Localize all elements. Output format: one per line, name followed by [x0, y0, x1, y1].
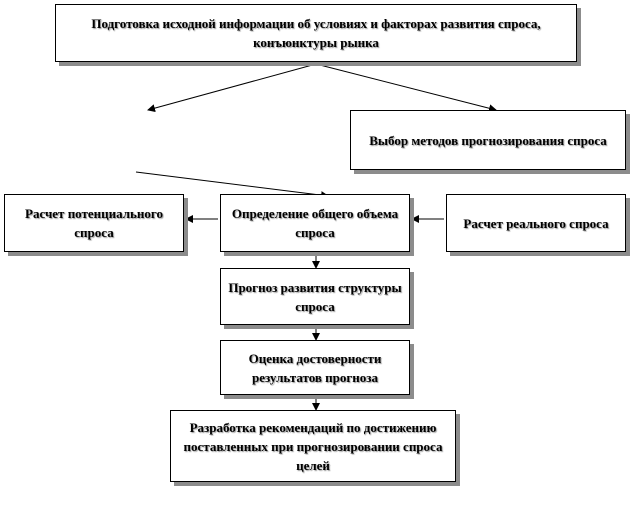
box-real-demand-label: Расчет реального спроса [463, 215, 609, 231]
arrow-info-to-left [147, 63, 317, 113]
box-reliability: Оценка достоверности результатов прогноз… [220, 340, 410, 395]
box-method-choice: Выбор методов прогнозирования спроса [350, 110, 626, 170]
box-recommendations-label: Разработка рекомендаций по достижению по… [183, 419, 443, 473]
box-potential-demand: Расчет потенциального спроса [4, 194, 184, 252]
box-real-demand: Расчет реального спроса [446, 194, 626, 252]
arrow-left-to-total [135, 171, 329, 200]
box-structure-forecast: Прогноз развития структуры спроса [220, 268, 410, 325]
box-reliability-label: Оценка достоверности результатов прогноз… [248, 350, 382, 385]
box-structure-forecast-label: Прогноз развития структуры спроса [228, 279, 402, 314]
box-source-info-label: Подготовка исходной информации об услови… [91, 16, 541, 50]
box-total-demand-label: Определение общего объема спроса [231, 206, 399, 240]
box-method-choice-label: Выбор методов прогнозирования спроса [369, 132, 607, 148]
box-source-info: Подготовка исходной информации об услови… [55, 4, 577, 62]
box-total-demand: Определение общего объема спроса [220, 194, 410, 252]
box-recommendations: Разработка рекомендаций по достижению по… [170, 410, 456, 482]
arrow-info-to-methods [315, 63, 497, 113]
box-potential-demand-label: Расчет потенциального спроса [25, 206, 163, 240]
